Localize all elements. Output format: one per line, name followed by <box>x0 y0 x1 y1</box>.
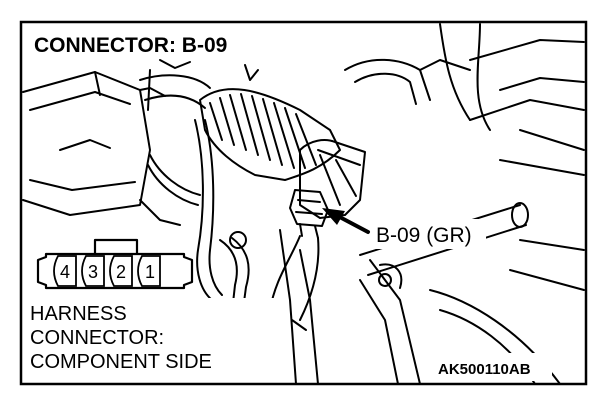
title-band <box>30 28 272 58</box>
pin-label-3: 3 <box>88 262 98 282</box>
pin-label-1: 1 <box>145 262 155 282</box>
harness-label-line2: CONNECTOR: <box>30 327 164 349</box>
pin-cell-3: 3 <box>81 255 105 287</box>
connector-callout-label: B-09 (GR) <box>376 224 472 247</box>
harness-label-line1: HARNESS <box>30 303 127 325</box>
pin-cell-1: 1 <box>137 255 161 287</box>
figure-code: AK500110AB <box>438 361 531 378</box>
callout-band <box>372 219 486 249</box>
harness-label-line3: COMPONENT SIDE <box>30 351 212 373</box>
harness-connector-face: 4 3 2 1 <box>36 238 195 294</box>
figcode-band <box>432 353 552 381</box>
pin-label-4: 4 <box>60 262 70 282</box>
engine-line-art <box>22 23 585 385</box>
pin-cell-2: 2 <box>109 255 133 287</box>
callout-arrow <box>322 208 370 234</box>
diagram-title: CONNECTOR: B-09 <box>34 34 227 57</box>
pin-label-2: 2 <box>116 262 126 282</box>
pin-cell-4: 4 <box>53 255 77 287</box>
harness-band <box>26 298 276 382</box>
